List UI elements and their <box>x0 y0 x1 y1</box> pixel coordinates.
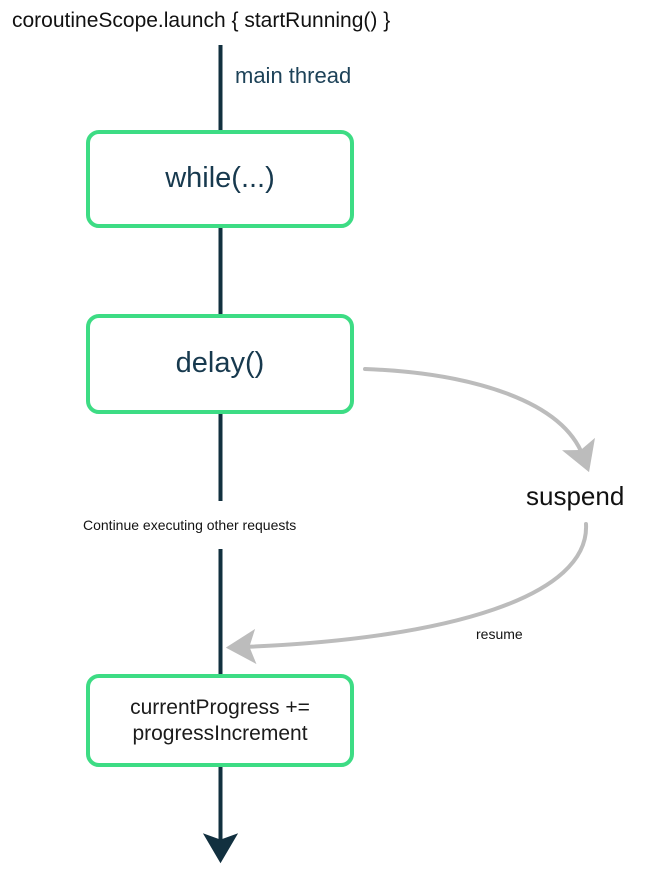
node-current-progress-label: currentProgress += progressIncrement <box>130 695 310 745</box>
suspend-label: suspend <box>526 481 625 511</box>
node-current-progress[interactable]: currentProgress += progressIncrement <box>86 674 354 767</box>
node-delay-label: delay() <box>175 347 265 380</box>
node-while-label: while(...) <box>165 162 275 195</box>
suspend-arrow <box>363 367 595 473</box>
resume-label: resume <box>476 626 523 642</box>
node-delay[interactable]: delay() <box>86 314 354 414</box>
continue-executing-note: Continue executing other requests <box>83 517 297 533</box>
node-while[interactable]: while(...) <box>86 130 354 228</box>
resume-arrow <box>225 522 589 665</box>
diagram-title: coroutineScope.launch { startRunning() } <box>12 9 391 32</box>
main-thread-label: main thread <box>235 63 352 88</box>
